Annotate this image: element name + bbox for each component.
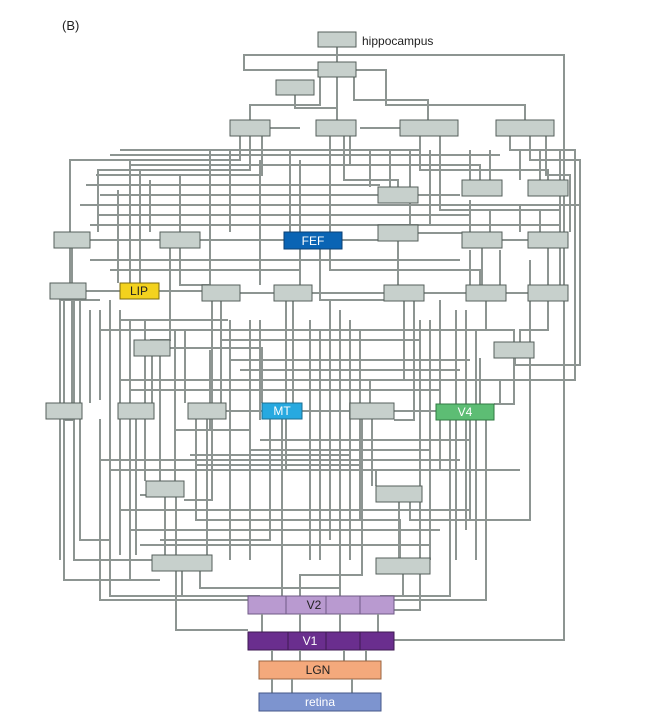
area-node	[229, 119, 271, 137]
area-node	[399, 119, 459, 137]
area-node	[527, 231, 569, 249]
connection-line	[63, 419, 160, 581]
connection-line	[175, 497, 248, 631]
connection-line	[64, 248, 73, 421]
connection-line	[485, 301, 515, 342]
area-FEF-label: FEF	[302, 234, 325, 248]
link-V1-LGN	[271, 650, 367, 661]
area-node	[377, 186, 419, 204]
connection-line	[519, 301, 549, 342]
area-node	[375, 557, 431, 575]
area-V1-label: V1	[303, 634, 318, 648]
area-V1: V1	[247, 631, 395, 651]
area-node	[461, 231, 503, 249]
link-V2-V1	[261, 614, 379, 632]
connection-line	[353, 77, 429, 120]
area-retina: retina	[258, 692, 382, 712]
area-node	[465, 284, 507, 302]
area-node	[49, 282, 87, 300]
area-node	[377, 224, 419, 242]
area-node	[117, 402, 155, 420]
connection-lines	[59, 47, 581, 641]
connection-line	[394, 574, 421, 611]
area-node	[383, 284, 425, 302]
area-V2: V2	[247, 595, 395, 615]
area-node	[527, 179, 569, 197]
area-V4: V4	[435, 403, 495, 421]
connection-line	[179, 248, 210, 286]
area-node	[201, 284, 241, 302]
area-node	[461, 179, 503, 197]
connection-line	[319, 249, 400, 301]
link-LGN-retina	[271, 679, 353, 693]
area-node	[187, 402, 227, 420]
area-MT: MT	[261, 402, 303, 420]
area-node	[151, 554, 213, 572]
area-retina-label: retina	[305, 695, 335, 709]
connection-line	[299, 419, 363, 596]
area-node	[133, 339, 171, 357]
area-node	[45, 402, 83, 420]
area-node	[317, 31, 357, 48]
area-node	[495, 119, 555, 137]
connection-line	[394, 420, 487, 601]
area-LIP-label: LIP	[130, 284, 148, 298]
area-LGN: LGN	[258, 660, 382, 680]
connection-line	[69, 136, 241, 283]
hippocampus-label: hippocampus	[362, 34, 433, 48]
connection-line	[73, 299, 152, 561]
area-LIP: LIP	[119, 282, 160, 300]
connection-line	[294, 95, 336, 109]
connection-line	[329, 249, 481, 285]
connection-line	[369, 301, 405, 403]
connection-line	[99, 419, 248, 601]
area-node	[273, 284, 313, 302]
connection-line	[499, 136, 576, 404]
area-V2-label: V2	[307, 598, 322, 612]
area-node	[317, 61, 357, 78]
connection-line	[184, 301, 213, 501]
area-node	[375, 485, 423, 503]
panel-label: (B)	[62, 18, 79, 33]
connection-line	[545, 136, 571, 232]
area-V4-label: V4	[458, 405, 473, 419]
connection-line	[494, 358, 515, 405]
area-LGN-label: LGN	[306, 663, 331, 677]
connection-line	[356, 69, 526, 120]
area-node	[53, 231, 91, 249]
connection-line	[243, 54, 565, 641]
connection-line	[59, 299, 100, 560]
area-FEF: FEF	[283, 231, 343, 250]
area-node	[275, 79, 315, 96]
connection-line	[170, 347, 263, 403]
area-node	[349, 402, 395, 420]
area-node	[145, 480, 185, 498]
area-node	[493, 341, 535, 359]
area-MT-label: MT	[273, 404, 291, 418]
connection-line	[249, 77, 321, 120]
area-nodes	[45, 31, 569, 575]
area-node	[527, 284, 569, 302]
connection-line	[181, 571, 260, 597]
area-node	[159, 231, 201, 249]
area-node	[315, 119, 357, 137]
